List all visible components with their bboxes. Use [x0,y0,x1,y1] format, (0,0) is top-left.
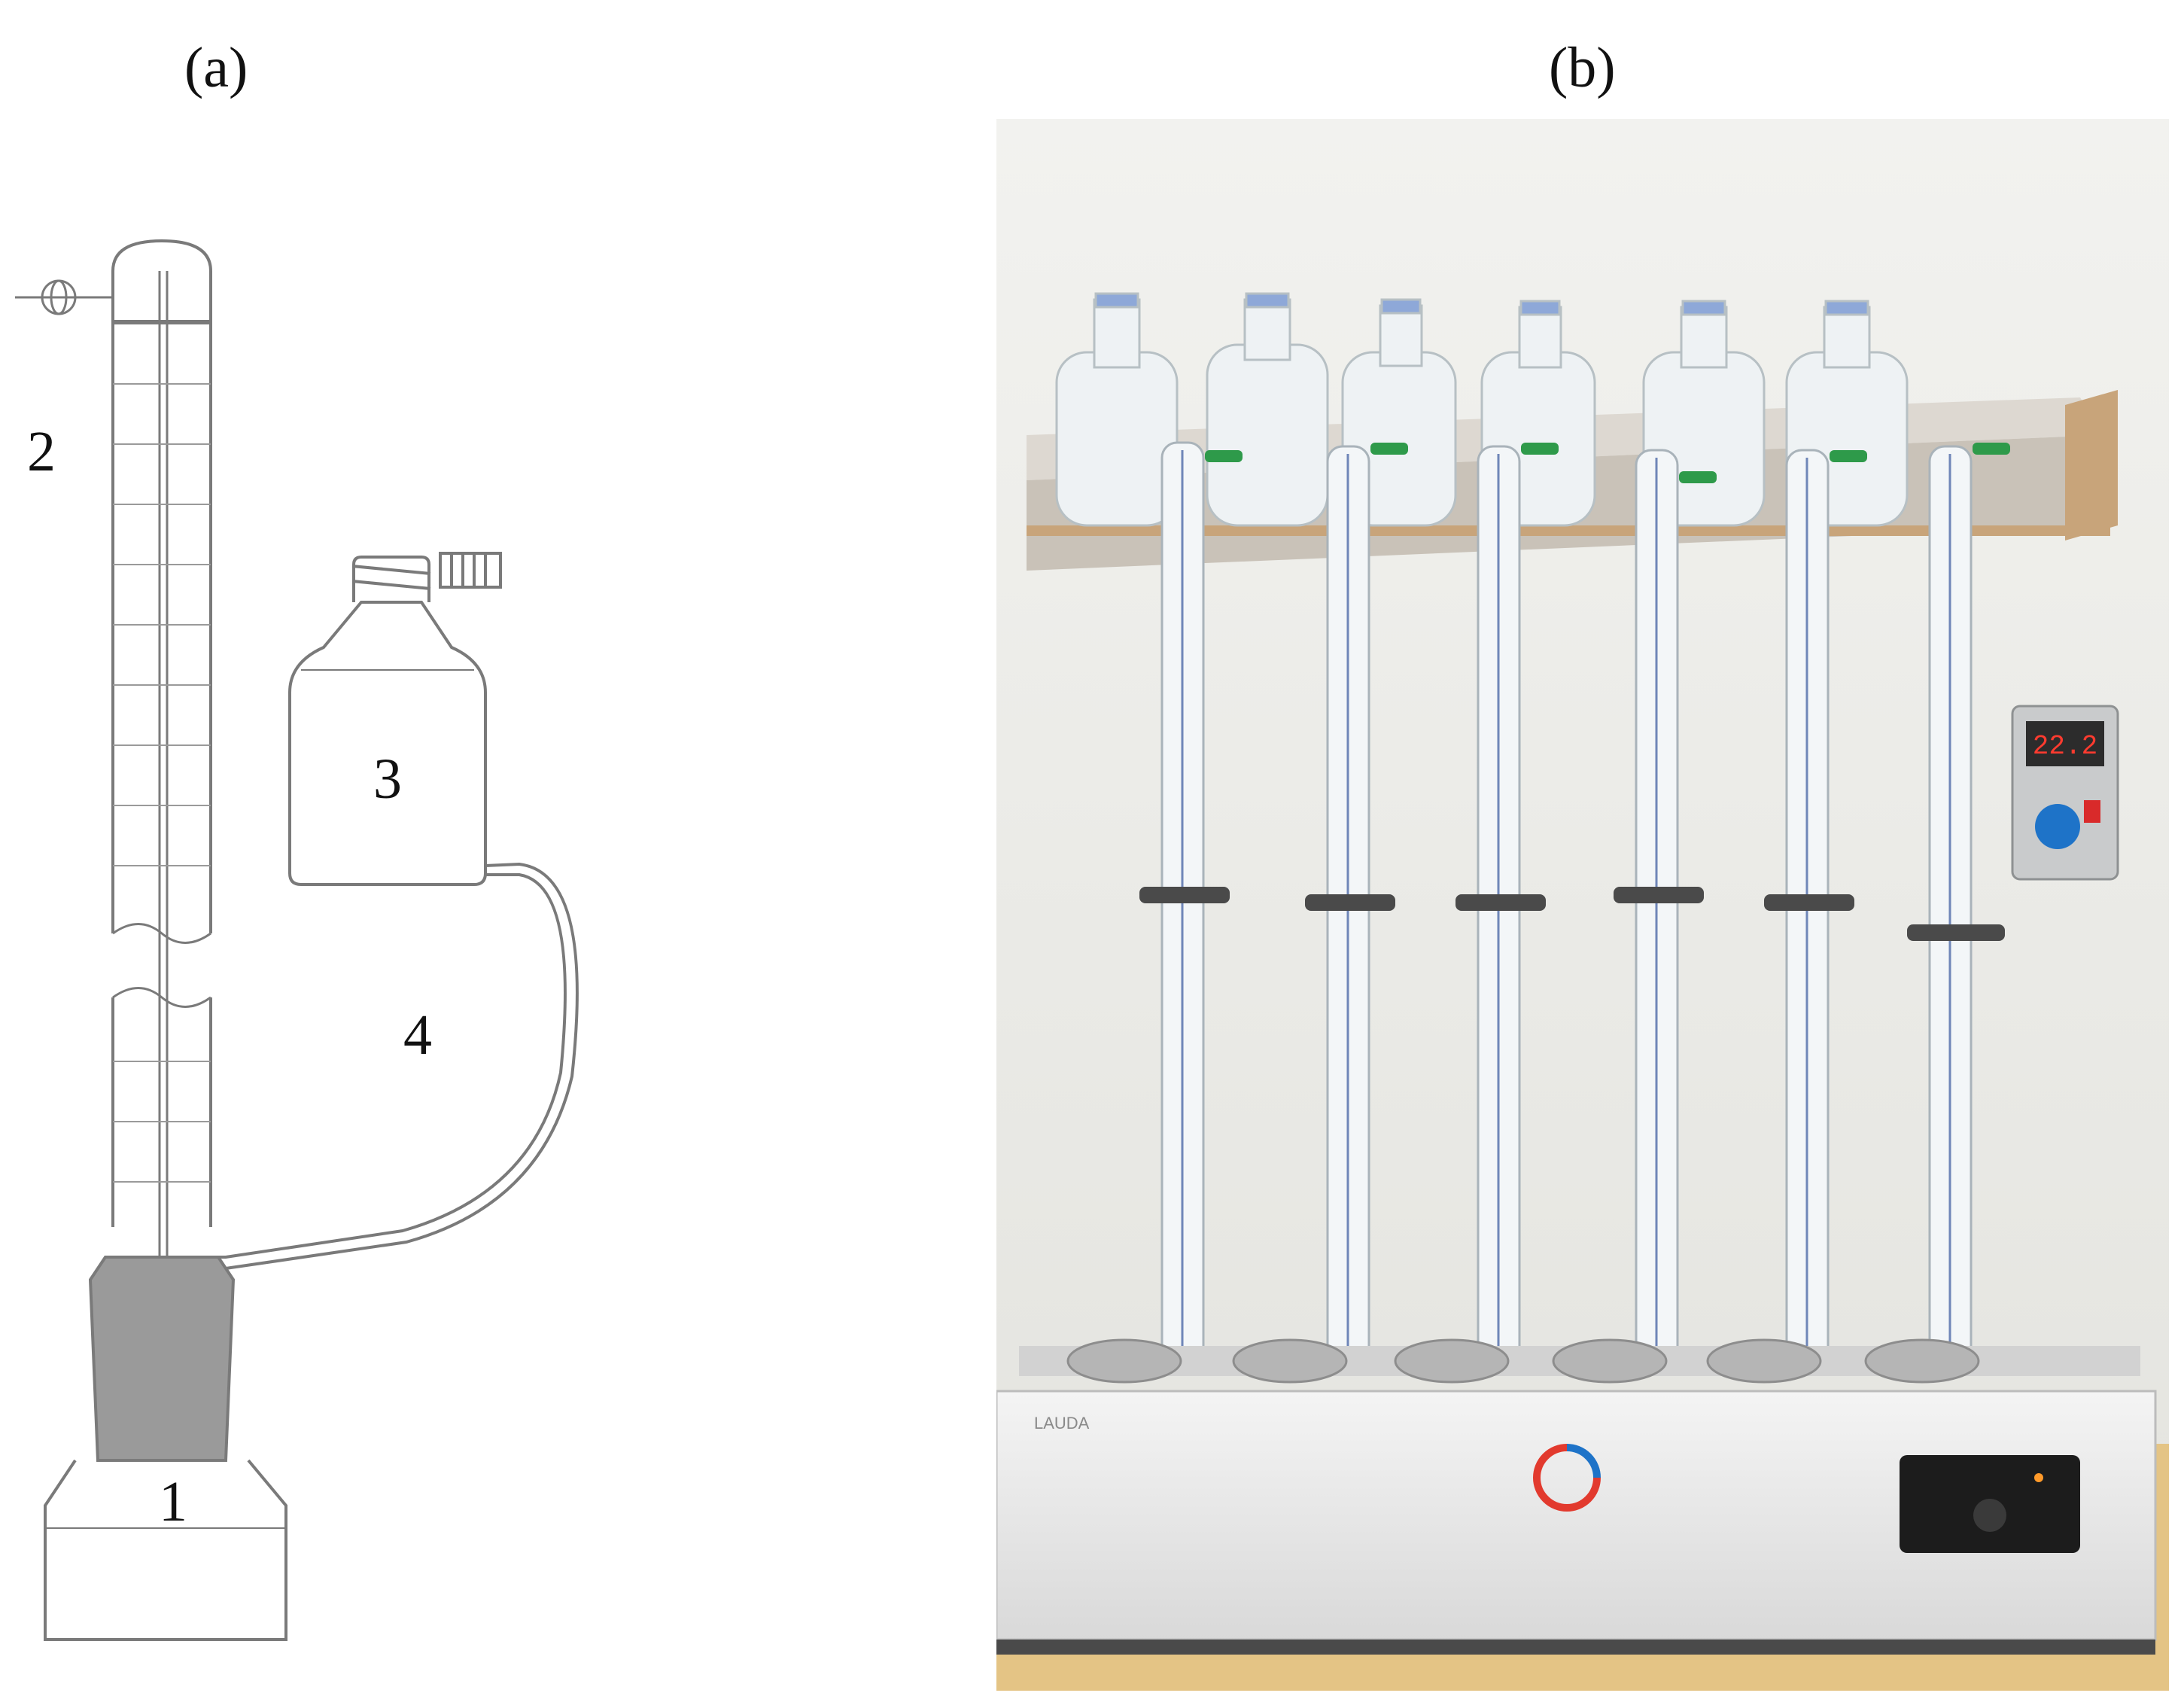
ground-glass-stopper [88,1256,236,1462]
graduated-column [111,239,212,1325]
thermostatic-bath: LAUDA [995,1338,2157,1655]
bath-well [1552,1338,1668,1384]
part-number-3: 3 [373,747,402,811]
clamp [1764,894,1854,911]
burette-column [1635,449,1717,1370]
bottom-flask [44,1459,288,1641]
reservoir-bottle [288,552,502,886]
part-number-4: 4 [403,1003,432,1067]
bath-well [1706,1338,1822,1384]
clamp [1139,887,1230,903]
glass-bottle [1206,292,1329,527]
controller-socket [2035,804,2080,849]
glass-bottle [1055,292,1179,527]
connecting-tube [211,862,579,1270]
column-clamps [1139,887,2005,941]
bath-brand: LAUDA [1034,1414,1090,1433]
apparatus-diagram: 1 2 3 4 [0,226,662,1641]
bath-well [1864,1338,1980,1384]
clamp [1907,924,2005,941]
panel-a-label: (a) [184,36,248,99]
bath-well [1232,1338,1348,1384]
bath-well [1066,1338,1182,1384]
glass-bottle [1341,298,1457,527]
stopcock-icon [15,279,113,315]
clamp [1614,887,1704,903]
part-number-2: 2 [27,420,56,483]
bath-well [1394,1338,1510,1384]
burette-column [1928,443,2010,1370]
brand-logo-icon [1533,1444,1601,1512]
clamp [1455,894,1546,911]
power-switch [2084,800,2100,823]
reservoir-bottles [1055,292,1909,527]
control-knob-icon [1973,1499,2006,1532]
apparatus-photo: 22.2 LAUDA [995,119,2169,1691]
clamp [1305,894,1395,911]
part-number-1: 1 [159,1470,187,1533]
panel-b-label: (b) [1549,36,1616,99]
indicator-light [2034,1473,2043,1482]
temperature-controller: 22.2 [2011,705,2119,881]
controller-display: 22.2 [2033,731,2097,762]
